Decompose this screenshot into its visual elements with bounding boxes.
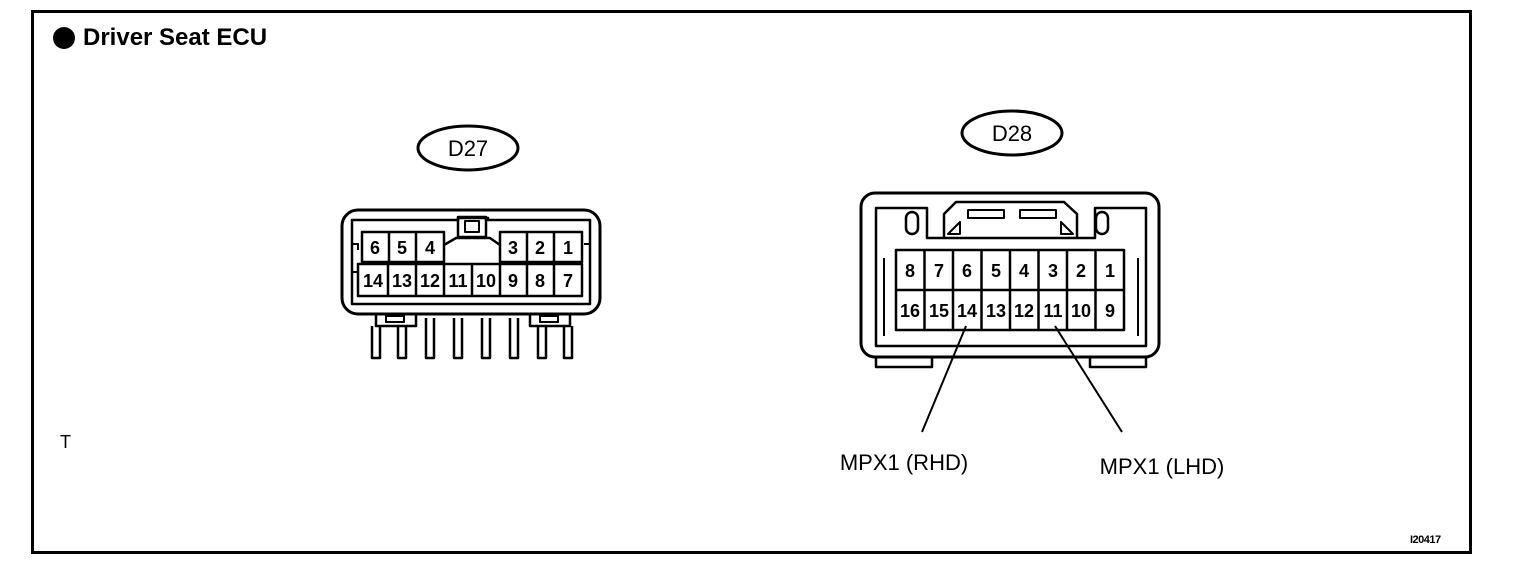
diagram-title: Driver Seat ECU — [53, 24, 267, 52]
d27-body — [340, 208, 602, 316]
d27-pin: 2 — [535, 238, 545, 258]
d28-pin: 6 — [962, 261, 972, 281]
d28-pin: 2 — [1076, 261, 1086, 281]
d28-body — [859, 191, 1161, 359]
d28-pin: 11 — [1043, 301, 1062, 321]
title-text: Driver Seat ECU — [83, 24, 268, 51]
d27-pin: 10 — [476, 271, 496, 291]
d28-label-oval — [960, 109, 1064, 157]
lhd-leader-line — [1054, 325, 1123, 433]
d27-pin: 5 — [397, 238, 407, 258]
d28-pin: 13 — [986, 301, 1006, 321]
d27-pin: 9 — [508, 271, 518, 291]
d28-pin: 4 — [1019, 261, 1029, 281]
d28-pin: 9 — [1105, 301, 1115, 321]
d27-pin: 3 — [508, 238, 518, 258]
d28-label: D28 — [992, 121, 1032, 146]
d28-pin: 12 — [1014, 301, 1034, 321]
d27-pin: 12 — [420, 271, 440, 291]
d27-pin: 4 — [425, 238, 435, 258]
rhd-leader-line — [921, 325, 967, 433]
d27-pin: 11 — [448, 271, 467, 291]
d28-pin: 3 — [1048, 261, 1058, 281]
d27-pin: 8 — [535, 271, 545, 291]
bullet-icon — [53, 27, 75, 49]
d28-pin: 16 — [900, 301, 920, 321]
d28-pin: 15 — [929, 301, 949, 321]
d28-pin: 5 — [991, 261, 1001, 281]
d27-pin: 1 — [563, 238, 573, 258]
d28-pin: 8 — [905, 261, 915, 281]
d28-pin: 10 — [1071, 301, 1091, 321]
d27-pin: 6 — [370, 238, 380, 258]
d28-pin: 7 — [934, 261, 944, 281]
d27-pin: 13 — [392, 271, 412, 291]
t-mark: T — [60, 432, 71, 452]
d27-label-oval — [416, 124, 520, 172]
diagram-frame — [31, 10, 1472, 554]
lhd-callout: MPX1 (LHD) — [1100, 454, 1225, 479]
d28-pin: 1 — [1105, 261, 1115, 281]
d27-label: D27 — [448, 136, 488, 161]
d28-pin: 14 — [957, 301, 977, 321]
rhd-callout: MPX1 (RHD) — [840, 450, 968, 475]
figure-code: I20417 — [1410, 534, 1441, 546]
d27-pin: 14 — [363, 271, 383, 291]
d27-pin: 7 — [563, 271, 573, 291]
